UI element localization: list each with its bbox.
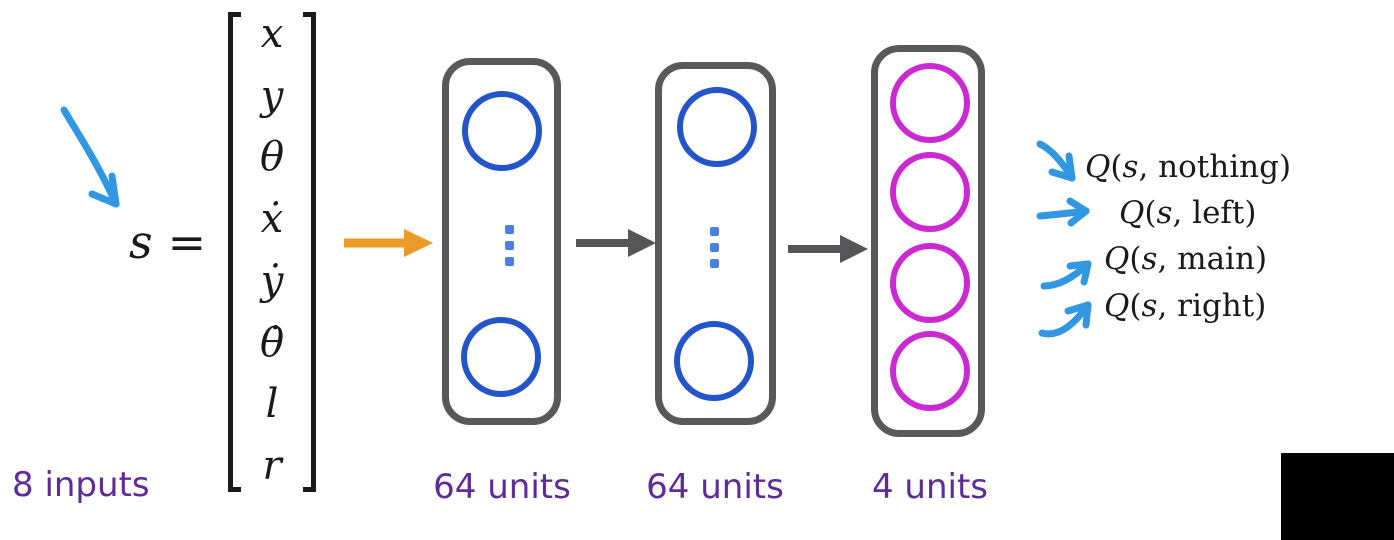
s-symbol: s	[1141, 288, 1158, 324]
flow-arrow-icon	[788, 235, 868, 263]
q-symbol: Q	[1104, 288, 1130, 324]
state-equation: s =	[129, 219, 206, 265]
output-arrow-icon	[1036, 197, 1090, 227]
s-symbol: s	[1122, 149, 1139, 185]
inputs-caption: 8 inputs	[12, 465, 150, 505]
neuron-icon	[677, 87, 757, 167]
neuron-icon	[462, 91, 542, 171]
paren: (	[1129, 241, 1142, 277]
hidden-layer-1	[442, 58, 561, 425]
layer-2-caption: 64 units	[646, 467, 784, 507]
neuron-icon	[674, 321, 754, 401]
ellipsis-dot-icon	[505, 241, 514, 250]
output-arrow-icon	[1036, 140, 1076, 182]
vector-element: ẏ	[260, 257, 284, 304]
action-name: right	[1177, 288, 1255, 324]
separator: ,	[1138, 149, 1159, 185]
paren: (	[1144, 195, 1157, 231]
ellipsis-dot-icon	[710, 227, 719, 236]
layer-3-caption: 4 units	[871, 467, 989, 507]
paren: )	[1244, 195, 1257, 231]
state-vector: x y θ ẋ ẏ θ̇ l r	[228, 12, 316, 492]
action-name: nothing	[1158, 149, 1279, 185]
state-vector-elements: x y θ ẋ ẏ θ̇ l r	[241, 12, 303, 492]
paren: (	[1129, 288, 1142, 324]
equals-sign: =	[167, 215, 207, 269]
vector-element: r	[262, 442, 282, 489]
state-variable: s	[129, 215, 153, 269]
vector-element: y	[260, 72, 284, 119]
output-arrow-icon	[1040, 260, 1092, 290]
separator: ,	[1172, 195, 1193, 231]
q-symbol: Q	[1085, 149, 1111, 185]
neuron-icon	[890, 331, 970, 411]
s-symbol: s	[1141, 241, 1158, 277]
paren: )	[1254, 241, 1268, 277]
paren: (	[1110, 149, 1123, 185]
flow-arrow-icon	[576, 229, 656, 257]
annotation-arrow-icon	[60, 106, 120, 208]
ellipsis-dot-icon	[505, 257, 514, 266]
neuron-icon	[461, 317, 541, 397]
bracket-right-icon	[303, 12, 316, 492]
paren: )	[1278, 149, 1292, 185]
q-value-label: Q(s, right)	[1104, 288, 1267, 325]
vector-element: l	[265, 381, 279, 428]
vector-element: ẋ	[260, 196, 284, 243]
hidden-layer-2	[655, 62, 776, 425]
neuron-icon	[890, 152, 970, 232]
layer-1-caption: 64 units	[433, 467, 571, 507]
ellipsis-dot-icon	[505, 225, 514, 234]
vector-element: θ̇	[259, 319, 285, 366]
neuron-icon	[890, 63, 970, 143]
output-layer	[871, 45, 985, 437]
q-symbol: Q	[1104, 241, 1130, 277]
q-symbol: Q	[1119, 195, 1145, 231]
action-name: main	[1177, 241, 1255, 277]
q-value-label: Q(s, left)	[1119, 195, 1257, 232]
neuron-icon	[890, 243, 970, 323]
ellipsis-dot-icon	[710, 259, 719, 268]
black-overlay-rect	[1281, 453, 1394, 540]
output-arrow-icon	[1038, 301, 1092, 338]
bracket-left-icon	[228, 12, 241, 492]
vector-element: x	[260, 11, 284, 57]
ellipsis-dot-icon	[710, 243, 719, 252]
vector-element: θ	[259, 134, 285, 181]
separator: ,	[1157, 241, 1178, 277]
s-symbol: s	[1156, 195, 1173, 231]
paren: )	[1254, 288, 1267, 324]
action-name: left	[1192, 195, 1245, 231]
separator: ,	[1157, 288, 1178, 324]
q-value-label: Q(s, main)	[1104, 241, 1268, 278]
q-value-label: Q(s, nothing)	[1085, 149, 1292, 186]
input-arrow-icon	[344, 229, 433, 257]
